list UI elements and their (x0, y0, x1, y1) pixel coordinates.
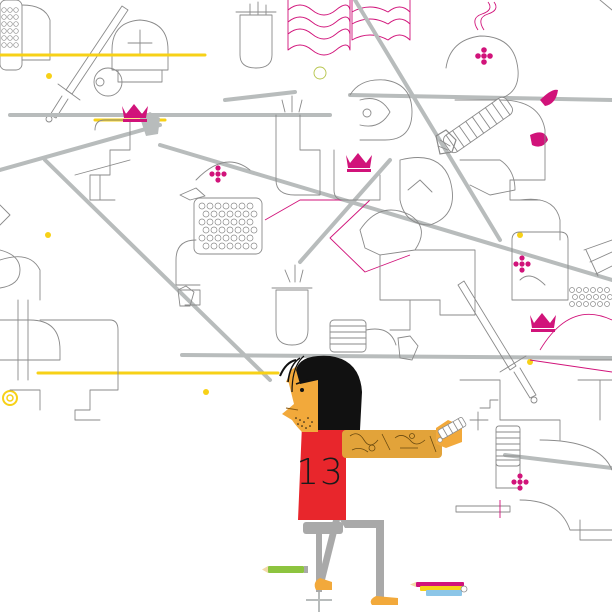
jersey-number: 13 (296, 452, 344, 493)
right-machinery-top (459, 0, 612, 241)
spring-right-top (435, 96, 513, 155)
head (279, 355, 362, 432)
pencil-green (262, 566, 308, 573)
dotted-panel-top-left (0, 0, 51, 71)
crown-middle (333, 149, 381, 201)
pipe-left (74, 119, 131, 201)
glove-center-top (275, 95, 321, 196)
sword-top-left (45, 5, 129, 123)
cup-center (271, 264, 313, 346)
seated-character: 13 (279, 355, 467, 612)
helmet-cross (93, 19, 169, 97)
cup-top (235, 1, 277, 69)
jersey: 13 (296, 419, 347, 520)
flower-center-left (179, 161, 251, 201)
dotted-panel-center (175, 197, 263, 307)
helmet-right-top (445, 1, 558, 147)
crown-top (122, 104, 148, 122)
shield-shape (359, 157, 476, 331)
right-machinery-low (455, 359, 612, 541)
hand-with-spring (436, 417, 467, 448)
helmet-right-middle (511, 231, 612, 332)
sword-right (457, 280, 538, 404)
spring-center (329, 319, 419, 361)
left-machinery (0, 204, 119, 421)
pencil-stack (410, 582, 468, 596)
tattooed-arm (342, 430, 442, 458)
round-helmet-top (349, 79, 413, 141)
legs (314, 520, 398, 605)
magenta-waves (287, 0, 411, 56)
background-line-art (0, 0, 612, 541)
